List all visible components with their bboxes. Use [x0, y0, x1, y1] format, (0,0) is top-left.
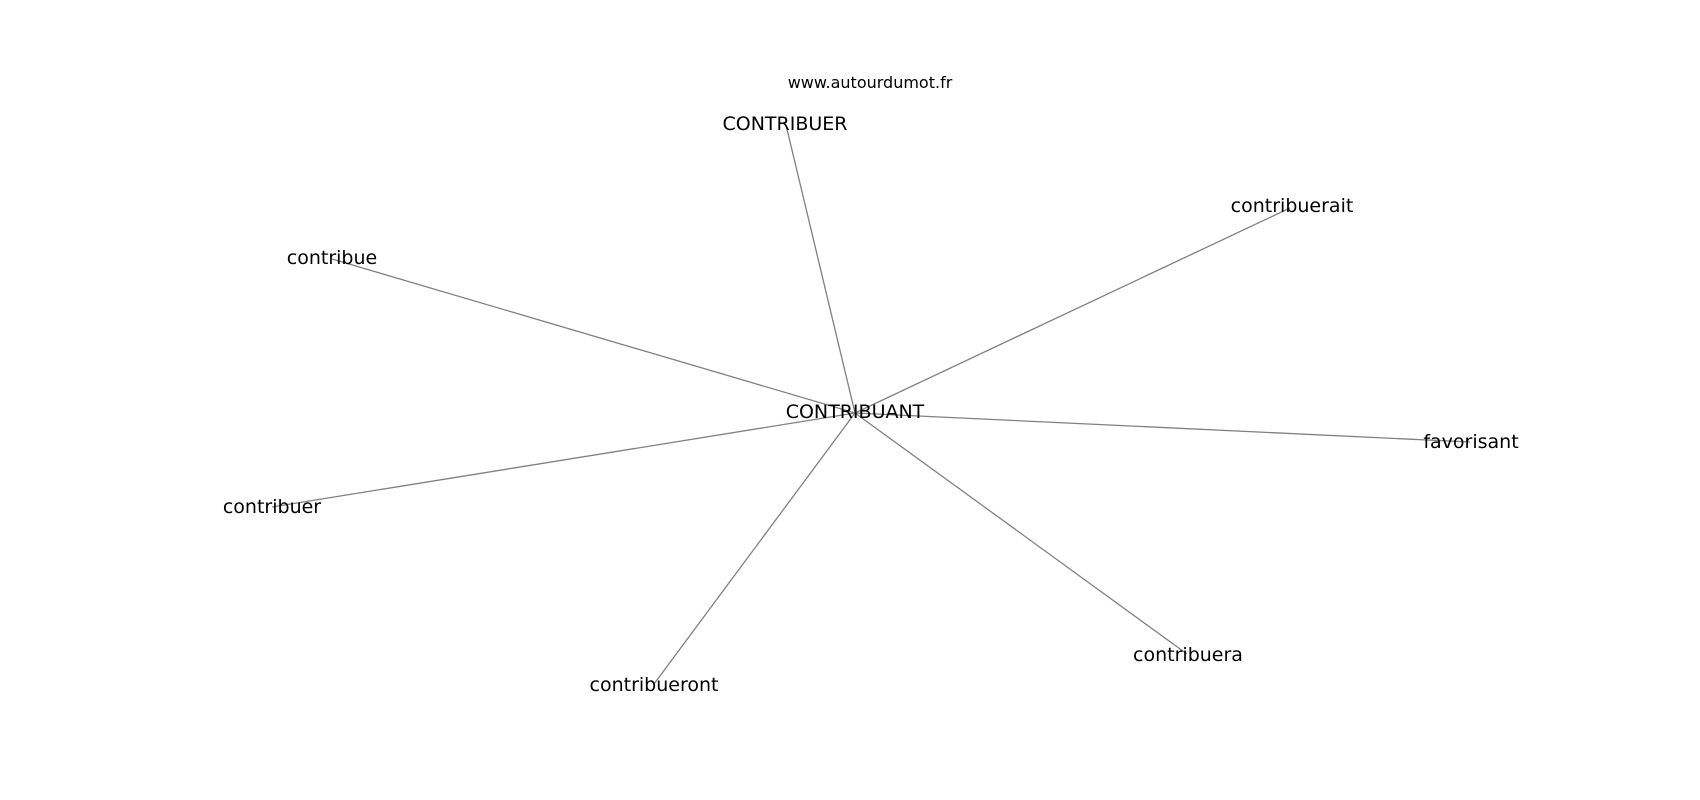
- edges-layer: [271, 124, 1471, 685]
- edge-contribuer-upper: [785, 124, 856, 414]
- edge-contribue: [331, 258, 856, 414]
- center-node-label[interactable]: CONTRIBUANT: [786, 401, 925, 423]
- nodes-layer: CONTRIBUANT CONTRIBUER contribuerait contri…: [223, 113, 1519, 696]
- node-label-contribue[interactable]: contribue: [287, 247, 377, 269]
- node-label-contribuerait[interactable]: contribuerait: [1231, 195, 1354, 217]
- node-label-contribuer-upper[interactable]: CONTRIBUER: [723, 113, 848, 135]
- edge-contribueront: [653, 412, 856, 685]
- edge-contribuerait: [854, 207, 1291, 414]
- node-label-contribueront[interactable]: contribueront: [590, 674, 719, 696]
- node-label-favorisant[interactable]: favorisant: [1423, 431, 1518, 453]
- edge-contribuer: [271, 412, 856, 508]
- site-watermark: www.autourdumot.fr: [788, 73, 953, 92]
- node-label-contribuera[interactable]: contribuera: [1133, 644, 1243, 666]
- node-label-contribuer[interactable]: contribuer: [223, 496, 321, 518]
- edge-favorisant: [854, 412, 1471, 443]
- edge-contribuera: [854, 412, 1188, 655]
